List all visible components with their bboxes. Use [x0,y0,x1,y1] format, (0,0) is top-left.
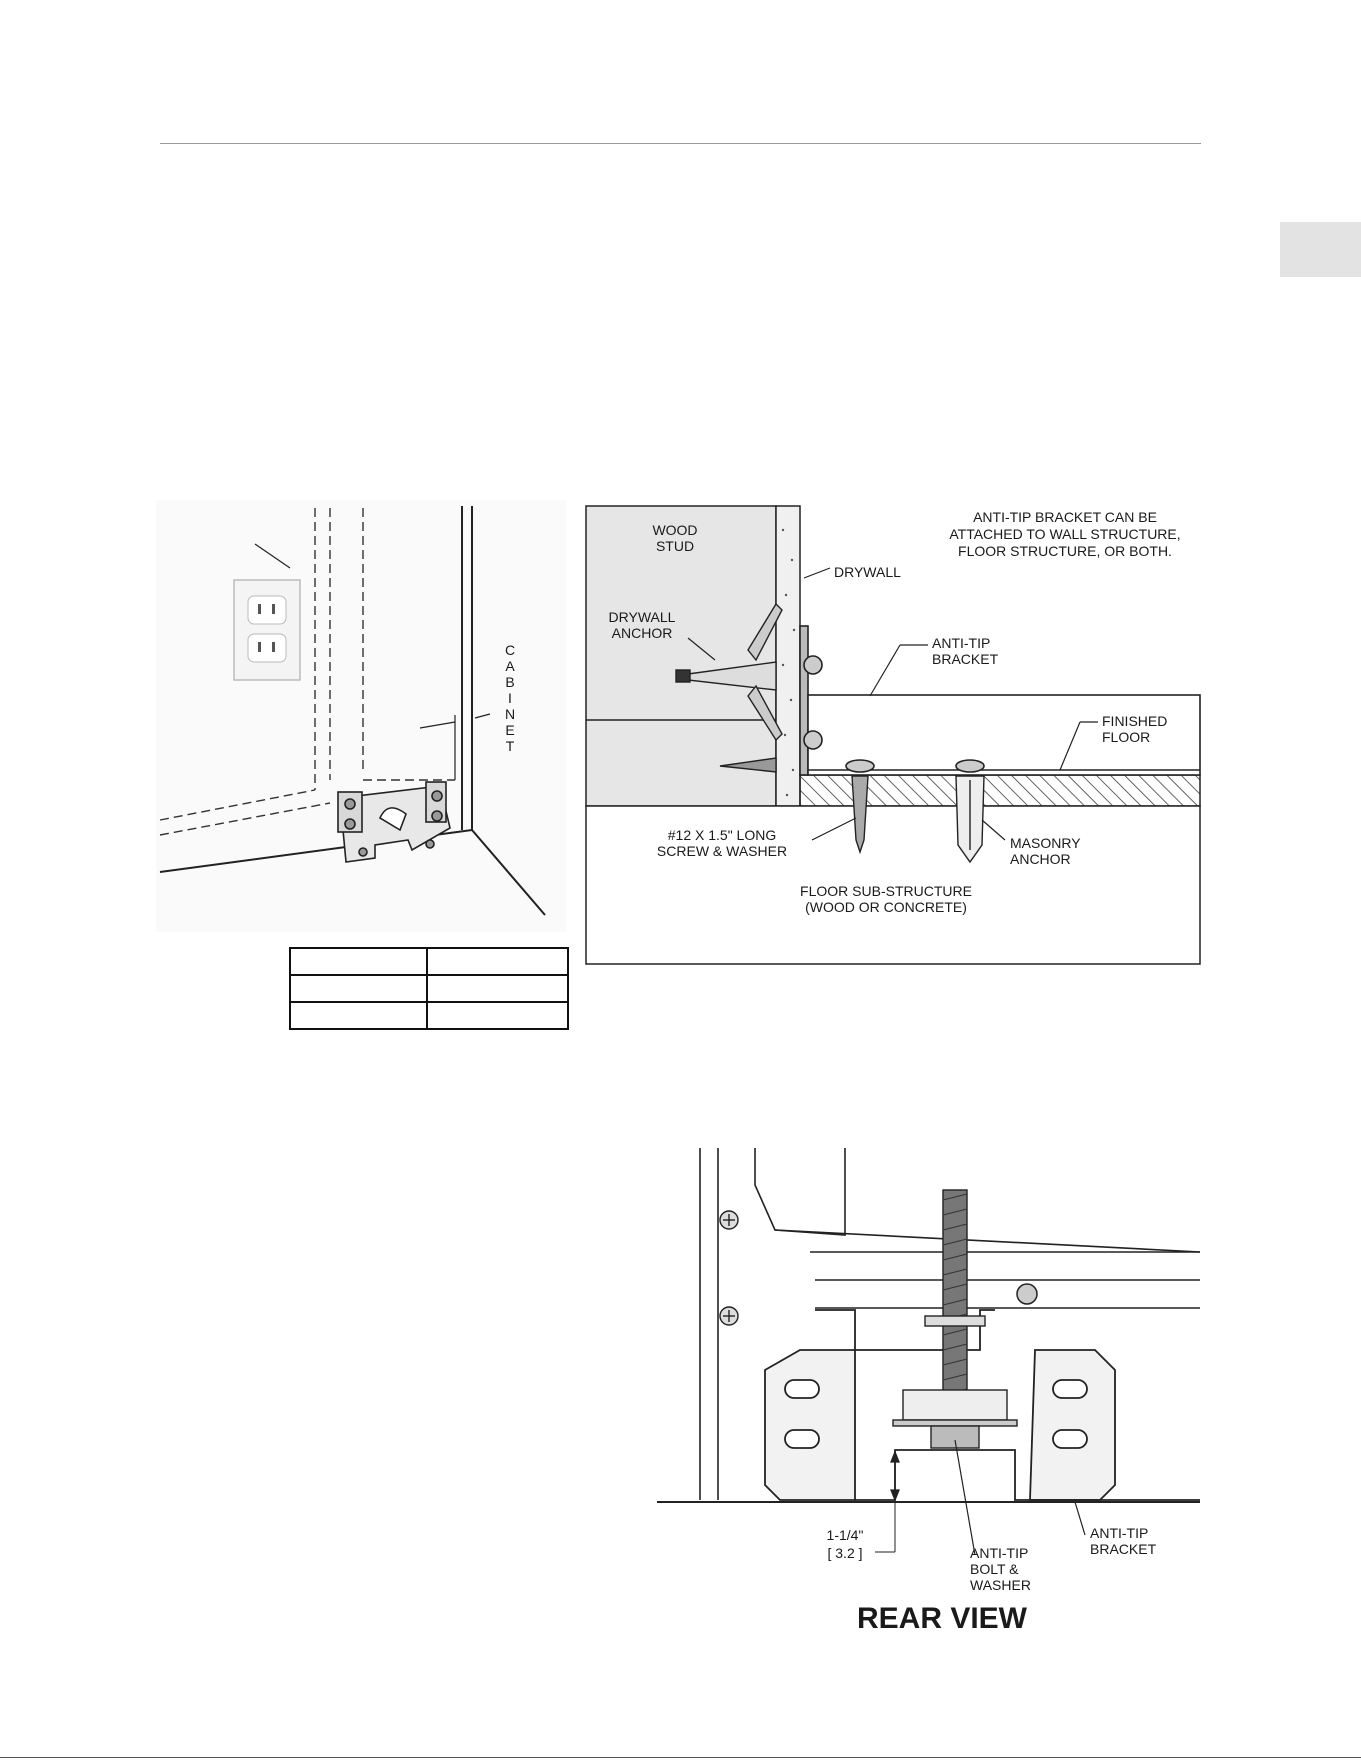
drywall-speckle [781,528,796,797]
bolt-label: BOLT & [970,1561,1019,1577]
rear-cabinet-frame [699,1148,1201,1500]
lower-bracket [855,1449,1200,1501]
figure-rear-view: 1-1/4" [ 3.2 ] ANTI-TIP BOLT & WASHER AN… [657,1148,1201,1635]
rear-roller [1016,1283,1038,1305]
cabinet-letter: C [505,642,515,658]
table-cell [289,974,428,1003]
table-row [289,974,569,1003]
bracket-note: ATTACHED TO WALL STRUCTURE, [949,526,1180,542]
stud-screw [719,757,777,773]
floor-substructure [585,805,1201,965]
bracket-note: ANTI-TIP BRACKET CAN BE [973,509,1157,525]
masonry-anchor-label: MASONRY [1010,835,1081,851]
header-rule [160,143,1201,144]
dimension-label: [ 3.2 ] [827,1545,862,1561]
table-cell [426,1001,569,1030]
anti-tip-bolt [892,1189,1018,1449]
cabinet-letter: N [505,706,515,722]
masonry-anchor-shape [955,775,985,864]
bracket-note: FLOOR STRUCTURE, OR BOTH. [958,543,1172,559]
cabinet-label: C A B I N E T [505,642,515,754]
table-cell [289,1001,428,1030]
wood-stud [585,505,777,807]
drywall-label: DRYWALL [834,564,901,580]
bolt-label: ANTI-TIP [970,1545,1028,1561]
bolt-label: WASHER [970,1577,1031,1593]
anti-tip-bracket-label: BRACKET [932,651,999,667]
finished-floor-label: FLOOR [1102,729,1150,745]
drywall [775,505,801,807]
table-row [289,1001,569,1030]
leader-lines [254,543,491,780]
wood-stud-label: WOOD [652,522,697,538]
drywall-anchor [675,602,783,742]
figure-section-view: WOOD STUD DRYWALL DRYWALL ANCHOR ANTI-TI… [585,505,1201,965]
wood-stud-label: STUD [656,538,694,554]
section-labels: WOOD STUD DRYWALL DRYWALL ANCHOR ANTI-TI… [609,509,1181,915]
floor-sub-label: FLOOR SUB-STRUCTURE [800,883,972,899]
cabinet-outline-dashed [159,508,455,836]
table-row [289,947,569,976]
leader-lines [954,1439,1086,1556]
wall-outlet [233,579,301,681]
rear-screw-icon [719,1210,739,1326]
finished-floor-label: FINISHED [1102,713,1167,729]
table-cell [426,947,569,976]
cabinet-letter: T [506,738,515,754]
drywall-anchor-label: ANCHOR [612,625,673,641]
cabinet-letter: B [505,674,514,690]
rear-bracket-label: ANTI-TIP [1090,1525,1148,1541]
leader-lines [687,567,1098,841]
rear-bracket-foot [764,1349,1116,1501]
rear-bracket-label: BRACKET [1090,1541,1157,1557]
floor-sub-label: (WOOD OR CONCRETE) [805,899,967,915]
rear-view-title: REAR VIEW [857,1602,1028,1635]
cabinet-letter: E [505,722,514,738]
rear-labels: 1-1/4" [ 3.2 ] ANTI-TIP BOLT & WASHER AN… [827,1525,1157,1635]
anti-tip-bracket-section [799,625,1201,776]
dimension-label: 1-1/4" [827,1527,864,1543]
masonry-anchor-label: ANCHOR [1010,851,1071,867]
drywall-anchor-label: DRYWALL [609,609,676,625]
screw-label: #12 X 1.5" LONG [668,827,776,843]
screw-label: SCREW & WASHER [657,843,787,859]
upper-bracket [815,1309,995,1351]
side-tab [1280,222,1361,277]
cabinet-letter: I [508,690,512,706]
spec-table [289,947,569,1030]
figure-cabinet-perspective: C A B I N E T [156,500,566,932]
footer-rule [0,1757,1361,1758]
anti-tip-bracket-perspective [337,781,451,863]
dimension-marker [875,1450,900,1553]
anti-tip-bracket-label: ANTI-TIP [932,635,990,651]
cabinet-letter: A [505,658,515,674]
table-cell [289,947,428,976]
floor-screw [851,775,869,855]
table-cell [426,974,569,1003]
